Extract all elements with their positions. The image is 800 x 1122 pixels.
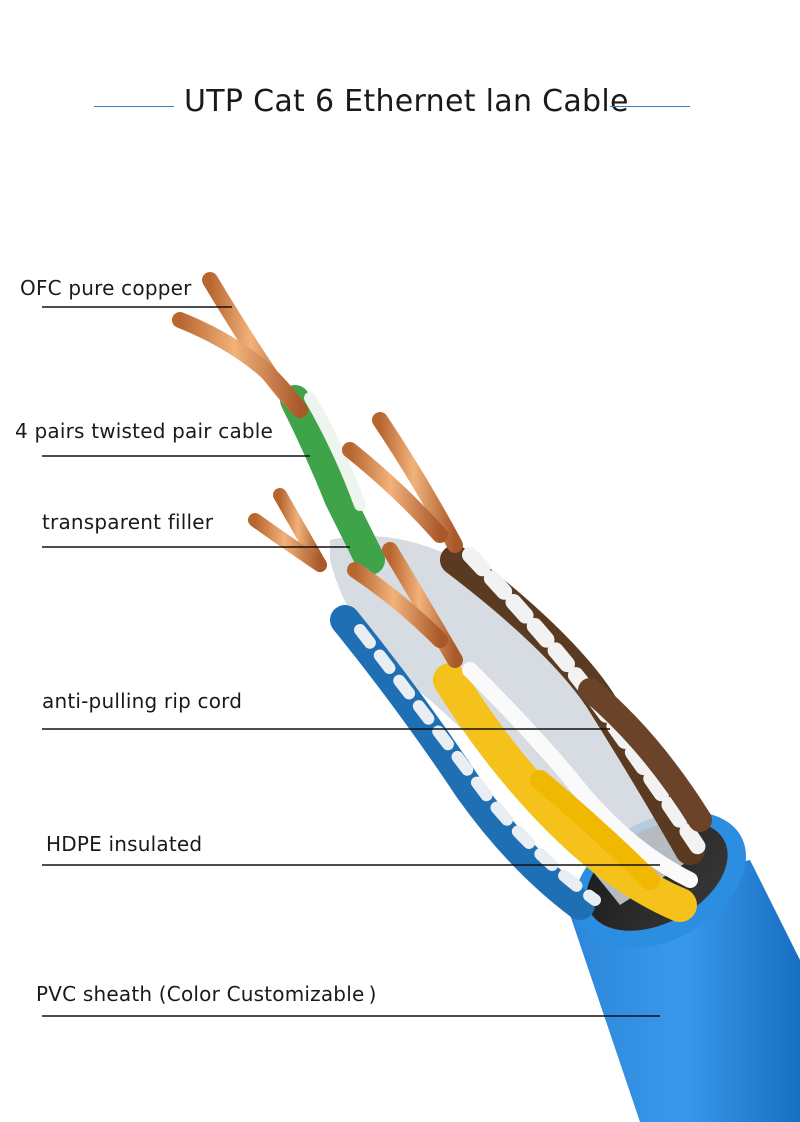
label-twisted-pair: 4 pairs twisted pair cable — [15, 419, 274, 443]
title-block: UTP Cat 6 Ethernet lan Cable — [0, 80, 800, 130]
label-pvc-sheath: PVC sheath (Color Customizable ) — [36, 982, 377, 1006]
blue-pair — [330, 605, 601, 920]
label-rip-cord: anti-pulling rip cord — [42, 689, 243, 713]
label-ofc-copper: OFC pure copper — [20, 276, 192, 300]
leader-lines — [42, 306, 660, 1017]
title-rule-right — [610, 106, 690, 107]
label-transparent-filler: transparent filler — [42, 510, 214, 534]
title-rule-left — [94, 106, 174, 107]
copper-conductors — [172, 272, 463, 668]
yellow-pair — [433, 662, 698, 922]
green-pair — [280, 385, 385, 575]
page-title: UTP Cat 6 Ethernet lan Cable — [184, 84, 629, 119]
label-hdpe-insulated: HDPE insulated — [46, 832, 203, 856]
brown-pair — [440, 545, 712, 865]
